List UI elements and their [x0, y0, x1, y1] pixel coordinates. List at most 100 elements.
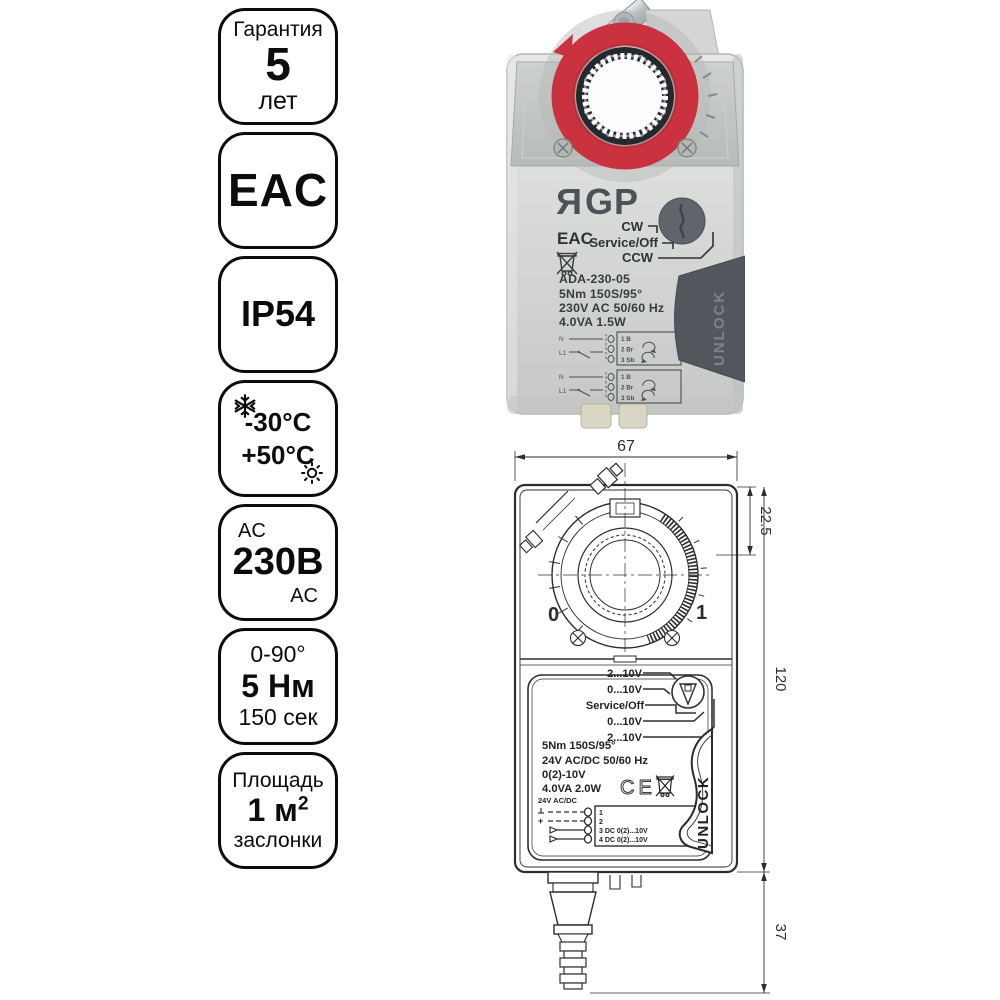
actuator-photo: R GP CW Service/Off CCW EAC — [505, 0, 746, 430]
drawn-consumption-spec: 4.0VA 2.0W — [542, 783, 602, 795]
badge-ip-rating: IP54 — [218, 256, 338, 373]
mode-dial — [671, 675, 705, 709]
wiring2-t3: 3 Sb — [621, 395, 634, 402]
area-sup: 2 — [297, 793, 309, 815]
scale-zero: 0 — [548, 604, 559, 626]
spec-label: ADA-230-05 5Nm 150S/95° 230V AC 50/60 Hz… — [559, 272, 664, 329]
badge-temperature-range: -30°C +50°C — [218, 380, 338, 497]
unlock-lever: UNLOCK — [674, 255, 746, 383]
wiring1-n: N — [559, 336, 564, 343]
dim-height-value: 120 — [772, 666, 789, 691]
toothed-shaft-hole — [582, 53, 668, 139]
terminal-2: 2 — [599, 819, 603, 826]
badge-torque: 0-90° 5 Нм 150 сек — [218, 628, 338, 745]
dim-connector: 37 — [590, 872, 789, 994]
runtime-value: 150 сек — [238, 703, 318, 730]
direction-knob — [658, 197, 706, 245]
dimension-drawing-svg: 67 — [513, 438, 789, 994]
warranty-unit: лет — [258, 87, 298, 116]
dial-label-1: 2...10V — [607, 668, 643, 680]
drawn-crossed-bin-icon — [655, 775, 675, 798]
temp-max: +50°C — [241, 439, 315, 470]
wiring-title: 24V AC/DC — [538, 796, 577, 805]
clamp-assembly — [551, 22, 699, 170]
red-ring-arrow — [553, 34, 573, 58]
dial-label-3: Service/Off — [586, 700, 644, 712]
scale-one: 1 — [696, 602, 707, 624]
knob-slot — [679, 203, 685, 240]
drawn-torque-spec: 5Nm 150S/95° — [542, 740, 616, 752]
dim-connector-value: 37 — [772, 924, 789, 941]
eac-mark-text: EAC — [227, 163, 329, 216]
label-cw: CW — [621, 219, 643, 234]
actuator-photo-svg: R GP CW Service/Off CCW EAC — [506, 0, 746, 429]
ce-mark: CE — [620, 777, 656, 799]
wiring1-t1: 1 B — [621, 336, 631, 343]
wiring1-t3: 3 Sb — [621, 357, 634, 364]
wiring1-t2: 2 Br — [621, 347, 634, 354]
model-number: ADA-230-05 — [559, 272, 630, 286]
wiring2-l1: L1 — [559, 388, 567, 395]
unlock-text-photo: UNLOCK — [711, 290, 728, 366]
area-unit: заслонки — [233, 828, 323, 852]
drawn-power-spec: 24V AC/DC 50/60 Hz — [542, 755, 648, 767]
voltage-value: 230В — [232, 541, 324, 584]
badge-voltage: AC 230В AC — [218, 504, 338, 621]
warranty-label: Гарантия — [233, 17, 323, 41]
drawn-cable-connector — [547, 871, 642, 990]
badge-damper-area: Площадь 1 м2 заслонки — [218, 752, 338, 869]
ip-rating-text: IP54 — [240, 293, 316, 335]
voltage-ac-top: AC — [238, 520, 266, 542]
snowflake-icon — [234, 394, 256, 418]
head-screw-right — [677, 138, 697, 158]
feature-badge-column: Гарантия 5 лет EAC IP54 -30°C +50°C — [218, 8, 338, 869]
dim-head-height: 22.5 — [716, 486, 774, 556]
brand-logo-gp: GP — [585, 181, 639, 222]
unlock-text-drawing: UNLOCK — [695, 776, 712, 849]
badge-eac: EAC — [218, 132, 338, 249]
dial-label-4: 0...10V — [607, 716, 643, 728]
bottom-tab-right — [618, 403, 648, 429]
badge-warranty: Гарантия 5 лет — [218, 8, 338, 125]
dial-label-5: 2...10V — [607, 732, 643, 744]
consumption-spec: 4.0VA 1.5W — [559, 315, 626, 329]
wiring2-t2: 2 Br — [621, 385, 634, 392]
temp-min: -30°C — [244, 407, 312, 437]
eac-mark: EAC — [557, 229, 593, 248]
torque-value: 5 Нм — [241, 668, 315, 705]
power-spec: 230V AC 50/60 Hz — [559, 301, 664, 315]
sun-icon — [301, 462, 323, 484]
dial-label-2: 0...10V — [607, 684, 643, 696]
terminal-4: 4 DC 0(2)...10V — [599, 837, 648, 844]
direction-labels: CW Service/Off CCW — [589, 219, 714, 265]
terminal-3: 3 DC 0(2)...10V — [599, 828, 648, 835]
dim-width-value: 67 — [617, 438, 635, 455]
terminal-1: 1 — [599, 810, 603, 817]
label-service-off: Service/Off — [589, 235, 658, 250]
dim-head-value: 22.5 — [757, 506, 774, 535]
crossed-bin-icon — [556, 251, 578, 277]
drawn-clamp-head: 0 1 — [518, 462, 712, 657]
wiring2-t1: 1 B — [621, 374, 631, 381]
bottom-tab-left — [580, 403, 612, 429]
mode-dial-labels: 2...10V 0...10V Service/Off 0...10V 2...… — [586, 668, 644, 744]
label-ccw: CCW — [622, 250, 654, 265]
rotation-angle: 0-90° — [250, 641, 306, 668]
dim-width: 67 — [514, 438, 738, 481]
torque-spec: 5Nm 150S/95° — [559, 287, 642, 301]
wiring-diagram-2: N L1 1 B 2 Br 3 Sb — [559, 369, 682, 404]
dimension-drawing: 67 — [480, 435, 800, 1000]
area-label: Площадь — [232, 768, 324, 792]
area-value: 1 м2 — [247, 792, 309, 829]
drawn-signal-spec: 0(2)-10V — [542, 769, 586, 781]
wiring2-n: N — [559, 374, 564, 381]
voltage-ac-bottom: AC — [290, 584, 318, 607]
drawn-label-panel: 2...10V 0...10V Service/Off 0...10V 2...… — [527, 668, 715, 861]
warranty-years: 5 — [265, 38, 291, 91]
head-screw-left — [553, 138, 573, 158]
wiring1-l1: L1 — [559, 350, 567, 357]
brand-logo-r: R — [556, 181, 582, 222]
brand-logo: R GP — [556, 181, 639, 222]
dim-body-height: 120 — [737, 487, 789, 873]
